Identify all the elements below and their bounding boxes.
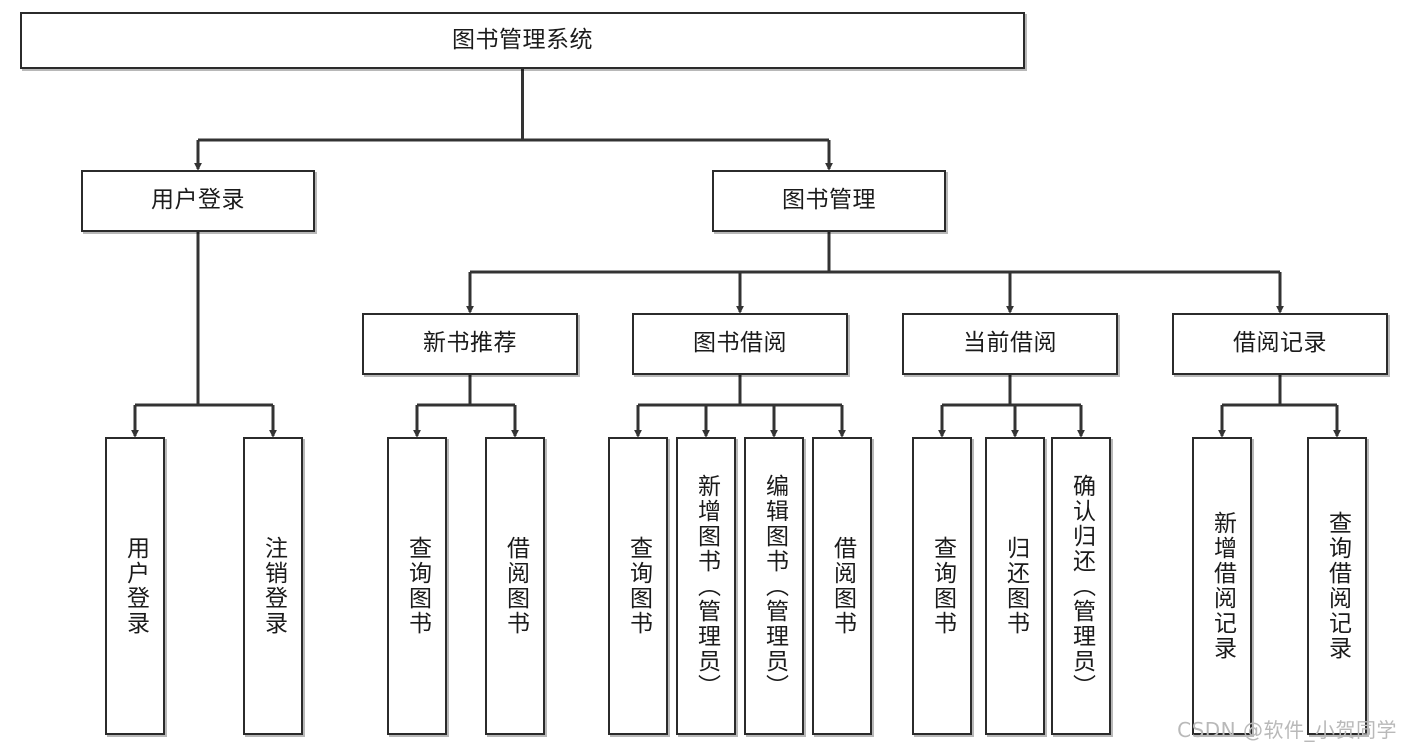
node-label: 图书管理系统 (452, 26, 593, 53)
node-label: 新增借阅记录 (1209, 511, 1236, 661)
node-leaf-bor-1[interactable]: 查询图书 (608, 437, 668, 735)
node-login[interactable]: 用户登录 (81, 170, 315, 232)
node-leaf-cur-3[interactable]: 确认归还（管理员） (1051, 437, 1111, 735)
node-leaf-bor-4[interactable]: 借阅图书 (812, 437, 872, 735)
node-label: 当前借阅 (963, 330, 1057, 357)
node-label: 确认归还（管理员） (1068, 473, 1095, 699)
node-leaf-cur-1[interactable]: 查询图书 (912, 437, 972, 735)
node-label: 归还图书 (1002, 536, 1029, 636)
node-leaf-login-1[interactable]: 用户登录 (105, 437, 165, 735)
node-label: 图书管理 (782, 187, 876, 214)
node-leaf-bor-3[interactable]: 编辑图书（管理员） (744, 437, 804, 735)
node-label: 新增图书（管理员） (693, 473, 720, 699)
node-label: 借阅图书 (829, 536, 856, 636)
node-label: 查询图书 (404, 536, 431, 636)
node-label: 图书借阅 (693, 330, 787, 357)
node-current[interactable]: 当前借阅 (902, 313, 1118, 375)
node-label: 用户登录 (122, 536, 149, 636)
node-label: 借阅记录 (1233, 330, 1327, 357)
node-leaf-rec-1[interactable]: 新增借阅记录 (1192, 437, 1252, 735)
node-leaf-rec-2[interactable]: 查询借阅记录 (1307, 437, 1367, 735)
node-root[interactable]: 图书管理系统 (20, 12, 1025, 69)
node-leaf-new-2[interactable]: 借阅图书 (485, 437, 545, 735)
node-label: 编辑图书（管理员） (761, 473, 788, 699)
node-label: 查询图书 (929, 536, 956, 636)
node-leaf-login-2[interactable]: 注销登录 (243, 437, 303, 735)
node-records[interactable]: 借阅记录 (1172, 313, 1388, 375)
node-label: 注销登录 (260, 536, 287, 636)
node-leaf-new-1[interactable]: 查询图书 (387, 437, 447, 735)
node-leaf-bor-2[interactable]: 新增图书（管理员） (676, 437, 736, 735)
node-label: 用户登录 (151, 187, 245, 214)
node-label: 借阅图书 (502, 536, 529, 636)
node-newbook[interactable]: 新书推荐 (362, 313, 578, 375)
node-label: 查询图书 (625, 536, 652, 636)
node-borrow[interactable]: 图书借阅 (632, 313, 848, 375)
node-label: 查询借阅记录 (1324, 511, 1351, 661)
node-leaf-cur-2[interactable]: 归还图书 (985, 437, 1045, 735)
node-bookmgmt[interactable]: 图书管理 (712, 170, 946, 232)
node-label: 新书推荐 (423, 330, 517, 357)
